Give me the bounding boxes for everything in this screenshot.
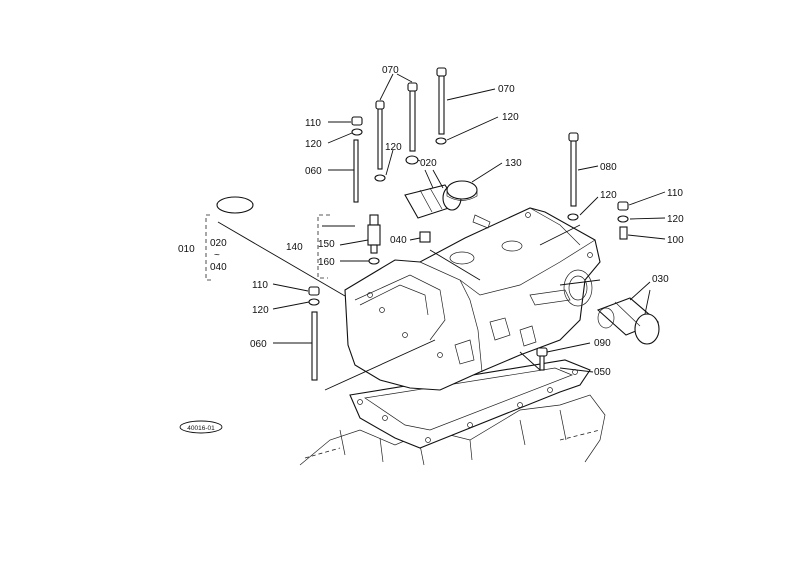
- bracket-010: [205, 214, 212, 281]
- label-120-upper: 120: [305, 139, 322, 150]
- label-020-upper: 020: [420, 158, 437, 169]
- label-140: 140: [286, 242, 303, 253]
- bolt-060-lower: [311, 311, 318, 381]
- label-160: 160: [318, 257, 335, 268]
- washer-120-right: [617, 215, 629, 223]
- washer-120-lower-left: [308, 298, 320, 306]
- washer-020-upper: [405, 155, 419, 165]
- washer-120-mid: [374, 174, 386, 182]
- label-100: 100: [667, 235, 684, 246]
- label-110-upper: 110: [305, 118, 321, 129]
- part-labels: 070 070 110 120 060 120 020 120 130 080 …: [178, 65, 684, 378]
- pin-040: [419, 231, 431, 243]
- nut-110-right: [617, 201, 629, 211]
- drawing-code: 40016-01: [187, 425, 215, 432]
- label-110-right: 110: [667, 188, 683, 199]
- label-040-pin: 040: [390, 235, 407, 246]
- label-120-mid: 120: [385, 142, 402, 153]
- label-120-right-bolt: 120: [502, 112, 519, 123]
- label-130: 130: [505, 158, 522, 169]
- washer-120-right-bolt: [435, 137, 447, 145]
- nut-110-lower-left: [308, 286, 320, 296]
- bolt-070-right: [436, 67, 447, 135]
- washer-120-080: [567, 213, 579, 221]
- label-120-lower: 120: [252, 305, 269, 316]
- label-tilde: ~: [214, 250, 220, 261]
- bolt-090: [536, 347, 548, 371]
- label-060-lower: 060: [250, 339, 267, 350]
- bolt-070-left: [375, 100, 385, 170]
- bolt-060-upper: [353, 139, 359, 203]
- fitting-150: [367, 214, 381, 254]
- cap-130: [446, 180, 478, 201]
- label-060-upper: 060: [305, 166, 322, 177]
- ring-160: [368, 257, 380, 265]
- label-070-top: 070: [382, 65, 399, 76]
- label-040-inset: 040: [210, 262, 227, 273]
- bushing-030: [596, 297, 660, 345]
- label-120-080: 120: [600, 190, 617, 201]
- label-080: 080: [600, 162, 617, 173]
- drawing-code-badge: 40016-01: [179, 420, 223, 434]
- bolt-070-middle: [407, 82, 418, 152]
- engine-block-outline: [299, 394, 606, 466]
- label-020-inset: 020: [210, 238, 227, 249]
- label-070-right: 070: [498, 84, 515, 95]
- washer-120-upper-left: [351, 128, 363, 136]
- plug-100: [619, 226, 628, 240]
- label-050: 050: [594, 367, 611, 378]
- bracket-140: [317, 214, 330, 279]
- bolt-080: [568, 132, 579, 207]
- gasket-050: [349, 359, 591, 449]
- nut-110-upper-left: [351, 116, 363, 126]
- leader-lines: [217, 73, 666, 391]
- label-110-lower: 110: [252, 280, 268, 291]
- label-120-right: 120: [667, 214, 684, 225]
- housing-cover: [344, 207, 601, 391]
- label-150: 150: [318, 239, 335, 250]
- label-010: 010: [178, 244, 195, 255]
- label-030: 030: [652, 274, 669, 285]
- label-090: 090: [594, 338, 611, 349]
- cover-plate-010: [216, 196, 254, 214]
